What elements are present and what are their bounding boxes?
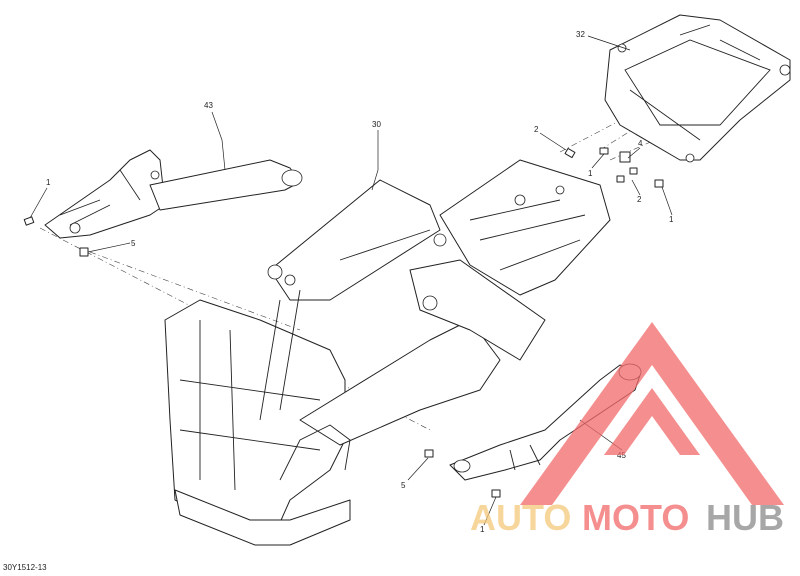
diagram-reference-code: 30Y1512-13 xyxy=(3,563,47,572)
automotohub-watermark: AUTO MOTO HUB xyxy=(470,322,784,538)
part-32-rear-subframe xyxy=(604,14,791,163)
callout-2-top: 2 xyxy=(534,125,539,134)
watermark-text-moto: MOTO xyxy=(582,497,689,538)
callout-2-bottom: 2 xyxy=(637,195,642,204)
callout-5-bottom: 5 xyxy=(401,481,406,490)
watermark-triangle-logo xyxy=(520,322,784,505)
callout-45: 45 xyxy=(617,451,626,460)
callout-32: 32 xyxy=(576,30,585,39)
watermark-text-auto: AUTO xyxy=(470,497,571,538)
hardware-fasteners xyxy=(23,147,664,498)
part-30-main-frame xyxy=(164,159,611,546)
callout-1-bottom: 1 xyxy=(480,525,485,534)
callout-1-left: 1 xyxy=(46,178,51,187)
callout-43: 43 xyxy=(204,101,213,110)
callout-4: 4 xyxy=(638,139,643,148)
callout-1-mid: 1 xyxy=(588,169,593,178)
callout-5-left: 5 xyxy=(131,239,136,248)
callout-1-right: 1 xyxy=(669,215,674,224)
callout-labels: 43 30 32 2 4 1 1 2 1 5 5 45 1 xyxy=(46,30,674,534)
watermark-text-hub: HUB xyxy=(706,497,784,538)
part-43-left-arm xyxy=(44,149,303,239)
callout-30: 30 xyxy=(372,120,381,129)
